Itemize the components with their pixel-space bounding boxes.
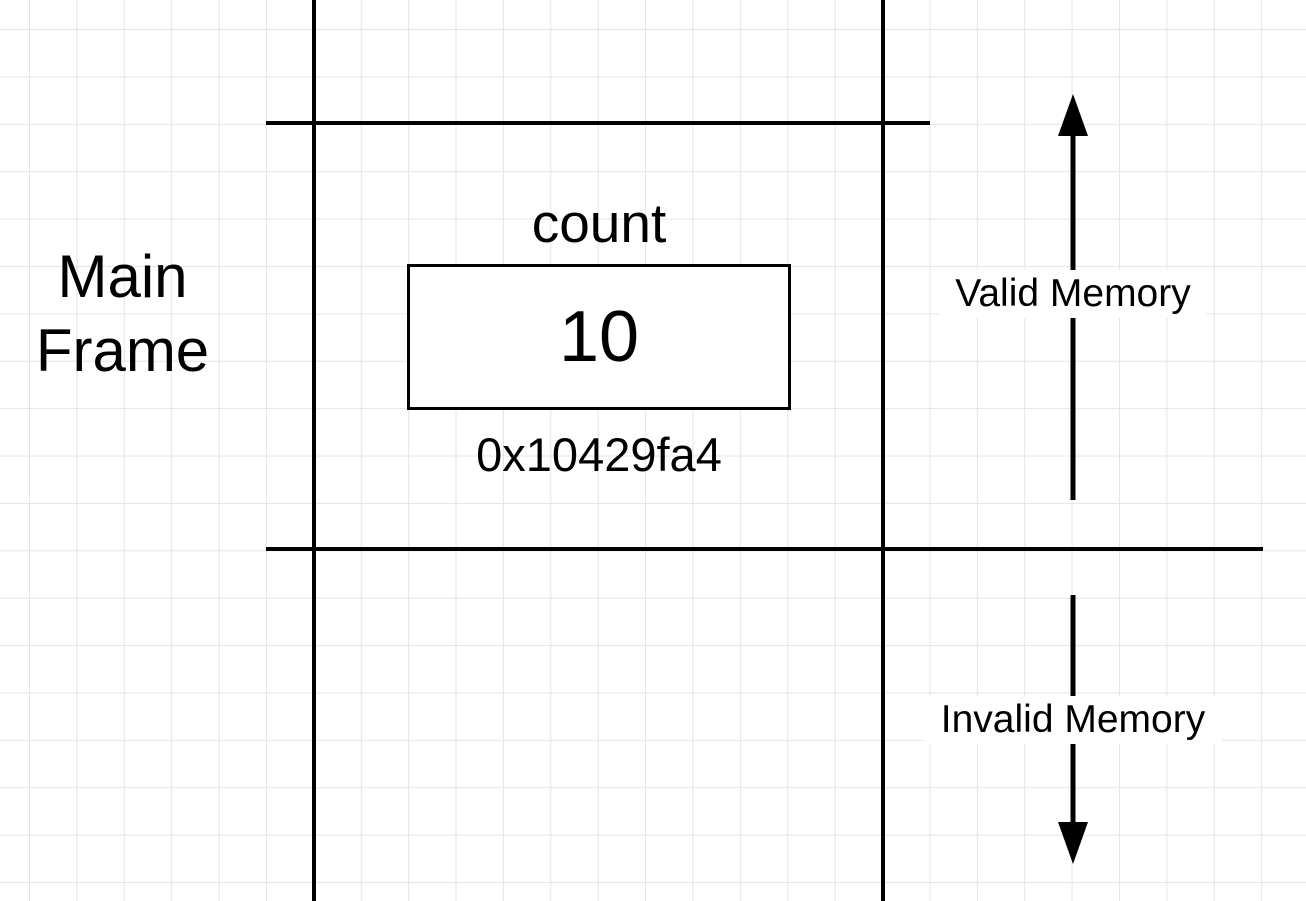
frame-top-border — [266, 121, 930, 125]
invalid-memory-label: Invalid Memory — [924, 696, 1222, 744]
memory-arrows — [1058, 94, 1088, 864]
frame-right-border — [881, 0, 885, 901]
variable-address: 0x10429fa4 — [476, 428, 722, 481]
frame-label-line1: Main — [57, 243, 188, 310]
variable-value: 10 — [558, 297, 640, 377]
stack-boundary-line — [266, 547, 1263, 551]
variable-name: count — [531, 192, 667, 254]
variable-box: 10 — [407, 264, 791, 410]
frame-label-line2: Frame — [35, 317, 210, 384]
frame-left-border — [312, 0, 316, 901]
valid-memory-label: Valid Memory — [940, 270, 1206, 318]
frame-label: Main Frame — [20, 240, 225, 388]
